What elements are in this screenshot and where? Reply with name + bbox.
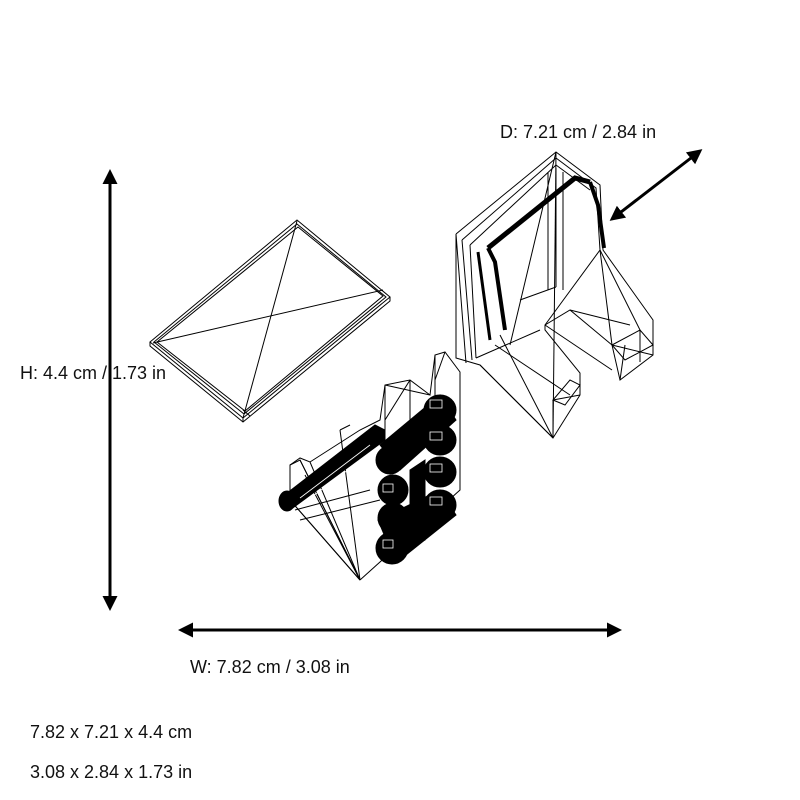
cylinder-rack-wireframe[interactable] [278, 351, 461, 581]
width-dimension-label: W: 7.82 cm / 3.08 in [190, 657, 350, 677]
depth-dimension-label: D: 7.21 cm / 2.84 in [500, 122, 657, 142]
height-dimension-label: H: 4.4 cm / 1.73 in [20, 363, 167, 383]
flat-plate-wireframe[interactable] [149, 219, 391, 423]
bracket-stand-wireframe[interactable] [455, 151, 654, 439]
summary-imperial: 3.08 x 2.84 x 1.73 in [30, 762, 193, 782]
depth-dimension-arrow [609, 149, 703, 221]
summary-metric: 7.82 x 7.21 x 4.4 cm [30, 722, 193, 742]
